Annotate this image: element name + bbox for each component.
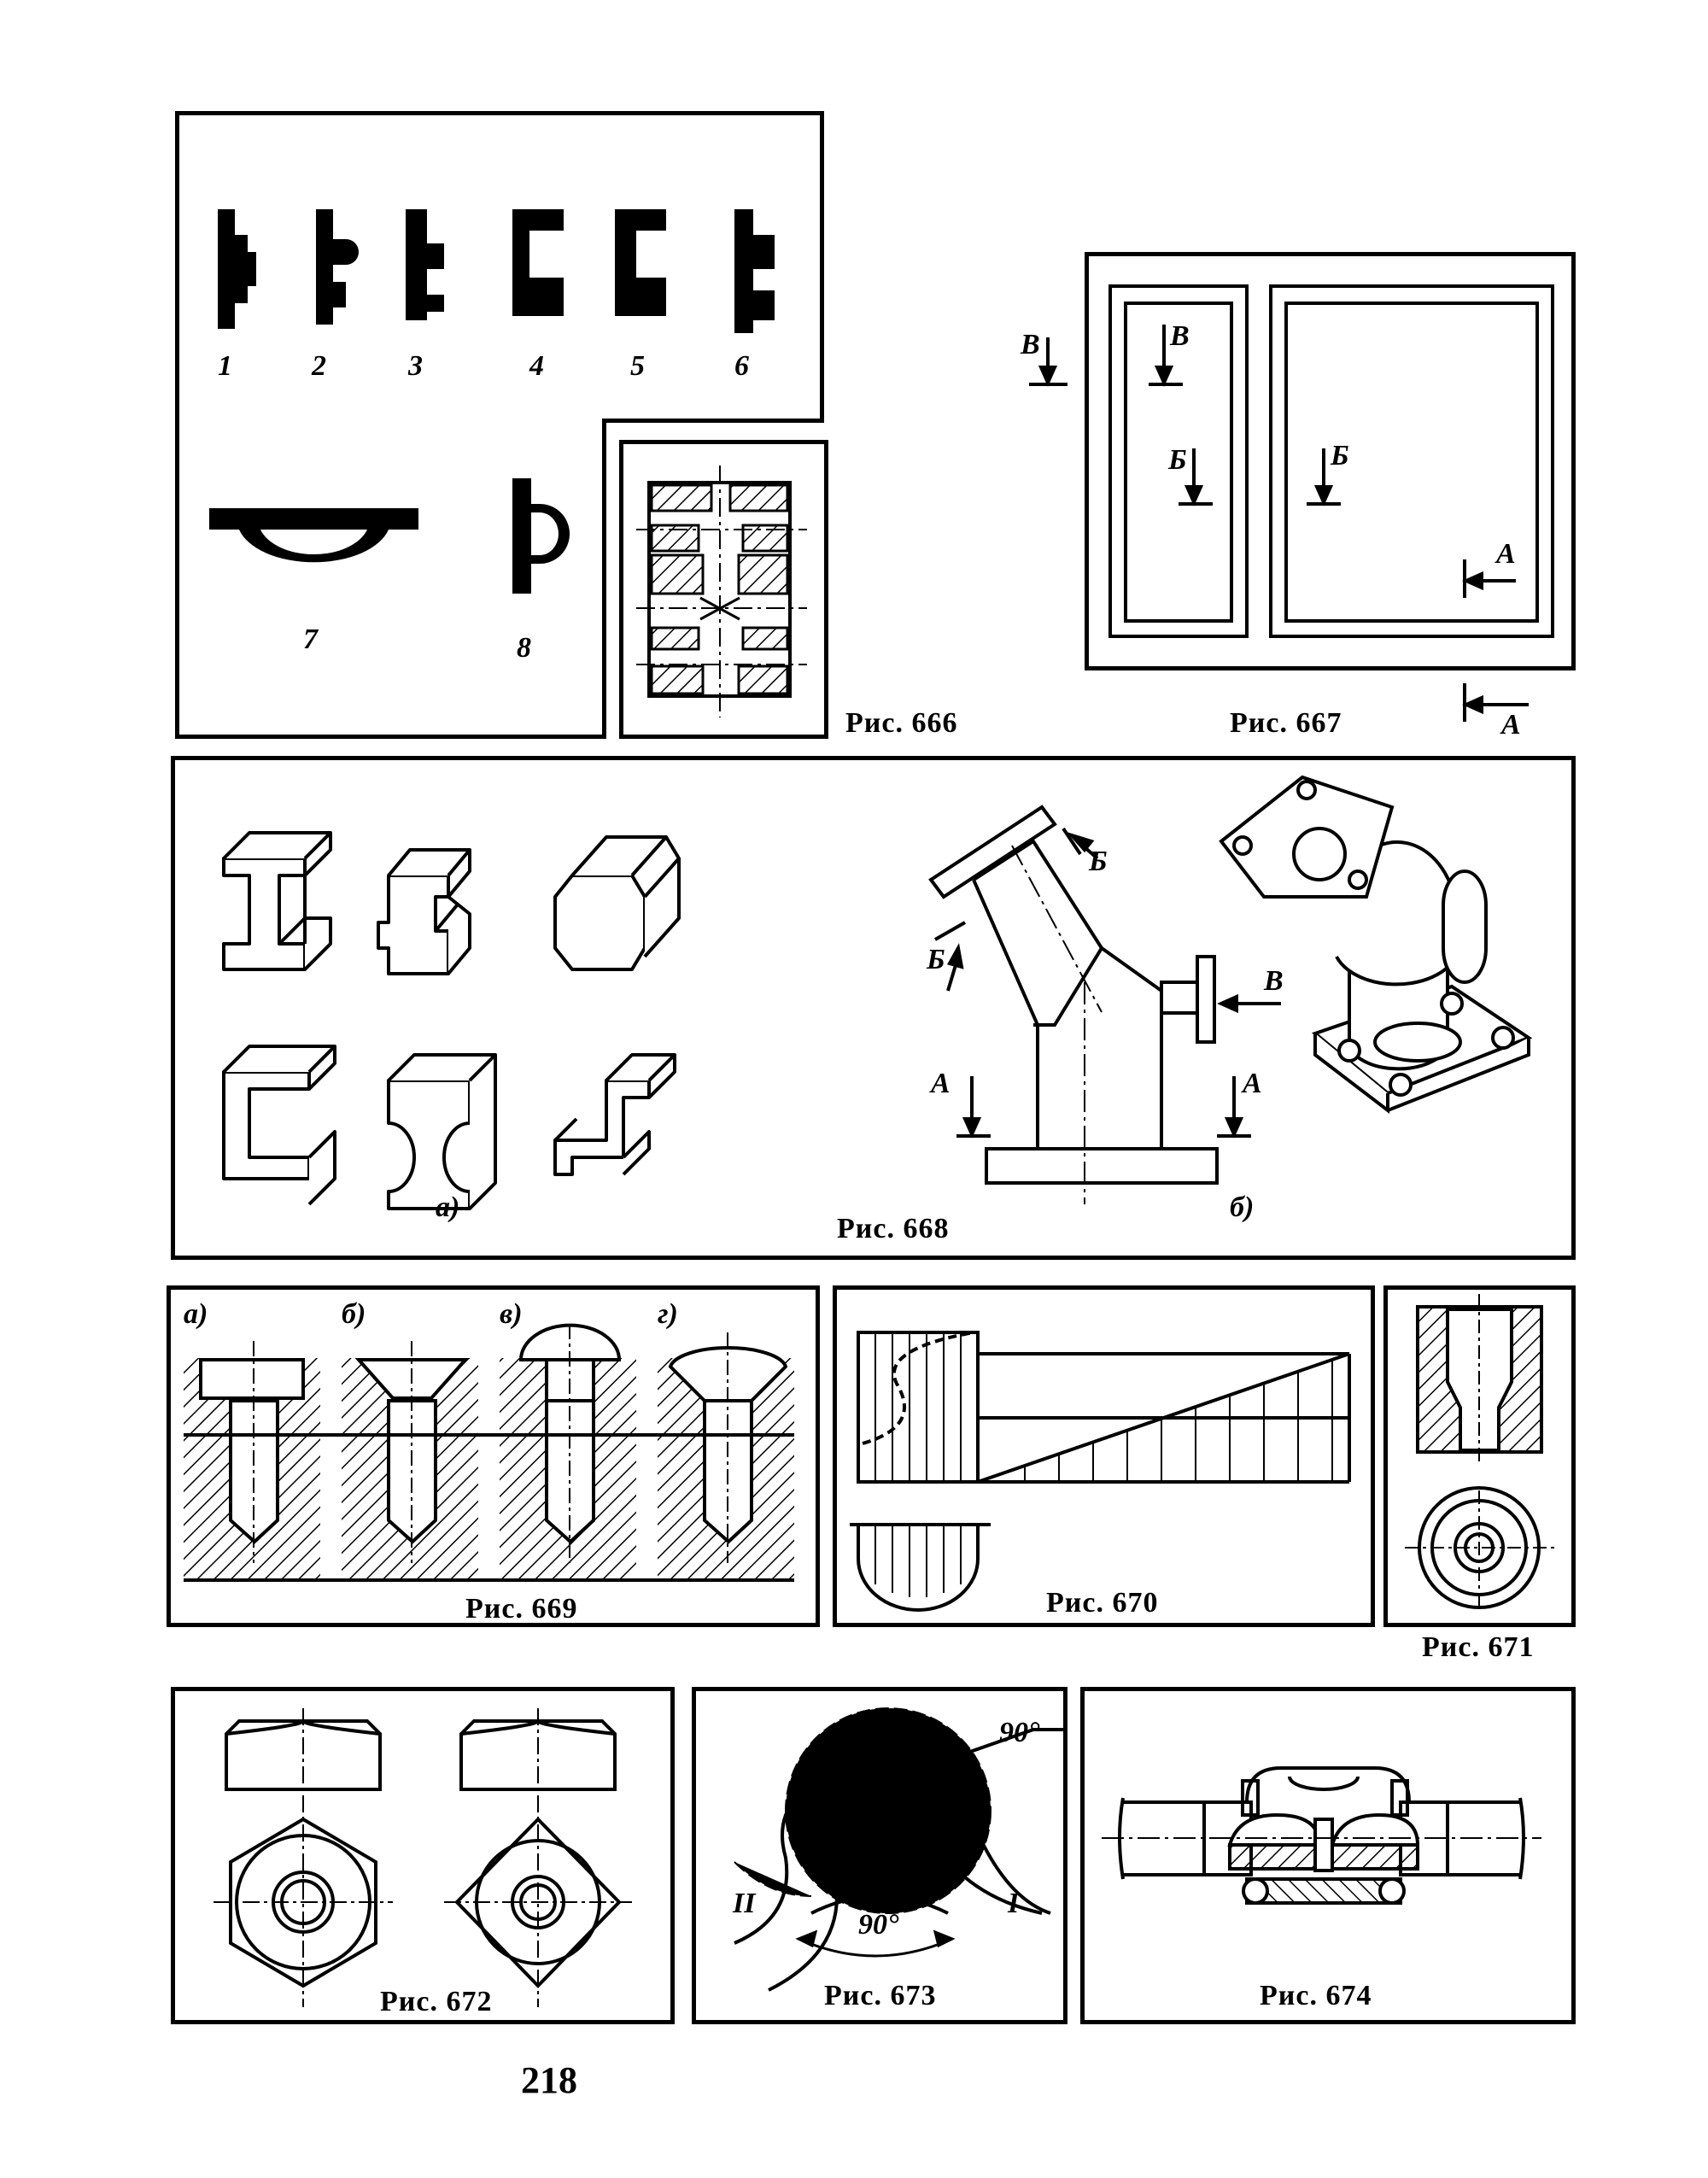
- fig-666-label-6: 6: [734, 350, 749, 382]
- fig-666-caption: Рис. 666: [845, 707, 958, 739]
- fig-669-sub-b: б): [342, 1298, 366, 1330]
- fig-668-label-a-right: А: [1243, 1068, 1262, 1099]
- fig-668-label-v: В: [1264, 965, 1284, 997]
- fig-667-label-b-right: Б: [1331, 440, 1349, 471]
- fig-667-frame: [1085, 252, 1576, 670]
- fig-668-label-b-left: Б: [927, 944, 945, 975]
- fig-668-label-b-right: Б: [1089, 846, 1108, 877]
- fig-667-label-b-left: Б: [1168, 444, 1187, 476]
- fig-668-label-a-left: А: [931, 1068, 951, 1099]
- fig-669-caption: Рис. 669: [465, 1593, 578, 1625]
- fig-669-sub-g: г): [658, 1298, 678, 1330]
- fig-674-caption: Рис. 674: [1260, 1980, 1372, 2011]
- fig-666-label-7: 7: [303, 624, 318, 655]
- fig-670-frame: [833, 1285, 1375, 1627]
- fig-666-label-2: 2: [312, 350, 326, 382]
- fig-672-caption: Рис. 672: [380, 1986, 493, 2017]
- fig-667-label-v-inner: В: [1170, 320, 1190, 352]
- fig-667-label-a-outer: А: [1501, 709, 1521, 741]
- fig-667-caption: Рис. 667: [1230, 707, 1342, 739]
- fig-666-label-8: 8: [517, 632, 531, 664]
- fig-669-sub-v: в): [500, 1298, 523, 1330]
- fig-673-angle-bottom: 90°: [858, 1909, 899, 1941]
- fig-673-caption: Рис. 673: [824, 1980, 937, 2011]
- fig-669-sub-a: а): [184, 1298, 208, 1330]
- fig-667-label-a-inner: А: [1496, 538, 1516, 570]
- fig-666-label-5: 5: [630, 350, 645, 382]
- fig-673-roman-right: I: [1008, 1888, 1020, 1919]
- fig-673-roman-left: II: [733, 1888, 756, 1919]
- fig-670-caption: Рис. 670: [1046, 1587, 1159, 1619]
- fig-666-label-4: 4: [529, 350, 544, 382]
- fig-673-angle-top: 90°: [999, 1717, 1040, 1748]
- fig-671-caption: Рис. 671: [1422, 1631, 1535, 1663]
- fig-666-label-3: 3: [408, 350, 423, 382]
- page-number: 218: [521, 2059, 577, 2101]
- fig-666-frame: [175, 111, 824, 423]
- fig-666-frame-lower: [175, 419, 606, 739]
- fig-668-sub-b: б): [1230, 1191, 1255, 1223]
- fig-668-caption: Рис. 668: [837, 1213, 950, 1244]
- fig-667-label-v-outer: В: [1021, 329, 1040, 360]
- fig-668-sub-a: а): [436, 1191, 460, 1223]
- fig-666-label-1: 1: [218, 350, 232, 382]
